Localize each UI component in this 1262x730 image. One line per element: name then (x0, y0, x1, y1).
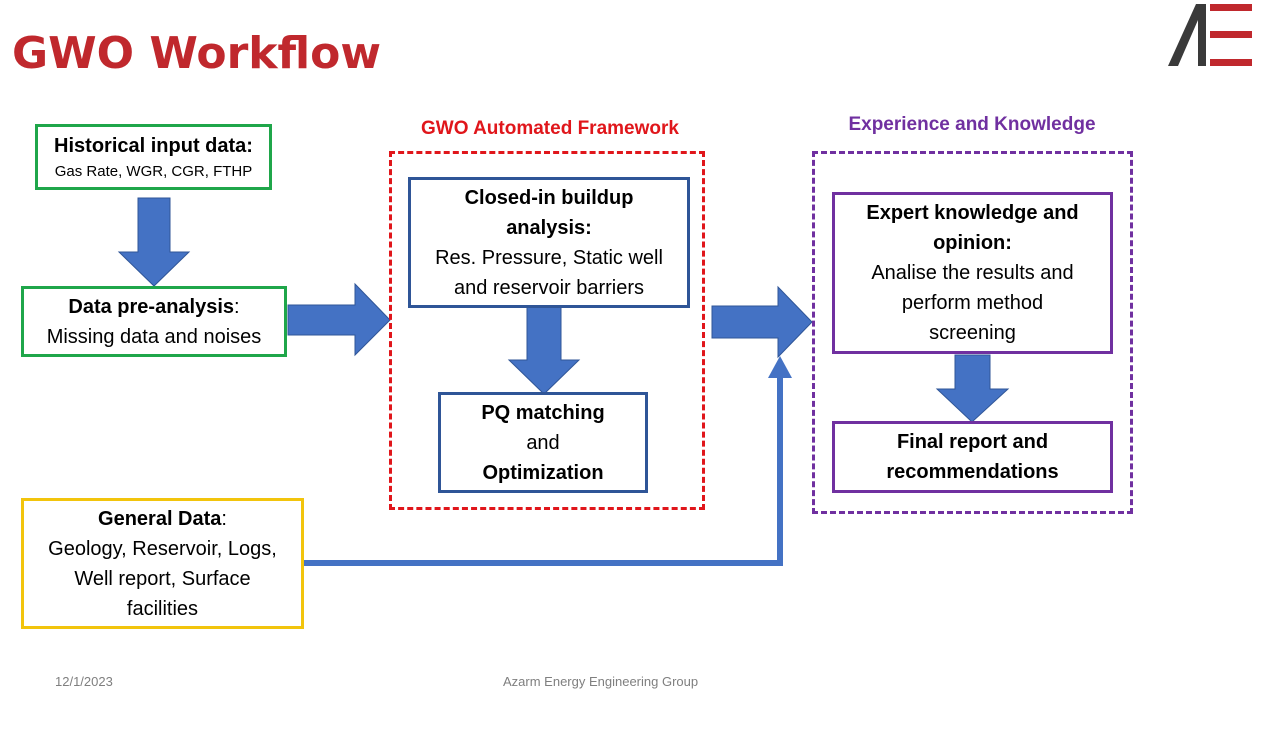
general-line2: Well report, Surface (74, 567, 251, 590)
final-report-box: Final report and recommendations (832, 421, 1113, 493)
ae-logo-icon (1168, 4, 1252, 66)
general-line1: Geology, Reservoir, Logs, (48, 537, 277, 560)
historical-heading: Historical input data (54, 135, 247, 157)
preanalysis-box: Data pre-analysis: Missing data and nois… (21, 286, 287, 357)
pq-line1: PQ matching (481, 401, 605, 424)
arrow-right-preanalysis (287, 282, 391, 357)
pq-line3: Optimization (482, 461, 604, 484)
framework-frame (389, 151, 705, 510)
expert-line3: screening (929, 322, 1016, 344)
buildup-analysis-box: Closed-in buildup analysis: Res. Pressur… (408, 177, 690, 308)
page-title: GWO Workflow (12, 28, 382, 79)
buildup-heading1: Closed-in buildup (464, 186, 634, 209)
historical-detail: Gas Rate, WGR, CGR, FTHP (54, 163, 253, 180)
experience-frame (812, 151, 1133, 514)
historical-input-box: Historical input data: Gas Rate, WGR, CG… (35, 124, 272, 190)
pq-line2: and (526, 431, 560, 454)
experience-label: Experience and Knowledge (848, 114, 1096, 135)
final-line2: recommendations (886, 461, 1059, 483)
expert-line1: Analise the results and (871, 262, 1074, 284)
expert-line2: perform method (901, 292, 1044, 314)
expert-heading1: Expert knowledge and (866, 202, 1079, 224)
framework-label: GWO Automated Framework (421, 118, 679, 139)
expert-knowledge-box: Expert knowledge and opinion: Analise th… (832, 192, 1113, 354)
arrow-down-expert (935, 354, 1010, 423)
buildup-heading2: analysis: (506, 216, 592, 239)
preanalysis-heading: Data pre-analysis (68, 295, 235, 318)
footer-company: Azarm Energy Engineering Group (503, 674, 699, 689)
arrow-right-framework (711, 285, 813, 359)
connector-arrowhead (768, 356, 792, 378)
pq-matching-box: PQ matching and Optimization (438, 392, 648, 493)
general-heading: General Data (98, 507, 222, 530)
arrow-down-buildup (507, 306, 581, 395)
general-data-box: General Data: Geology, Reservoir, Logs, … (21, 498, 304, 629)
connector-general-data (303, 372, 783, 566)
arrow-down-historical (117, 197, 191, 287)
footer-date: 12/1/2023 (55, 674, 113, 689)
buildup-line2: and reservoir barriers (453, 276, 645, 299)
preanalysis-detail: Missing data and noises (46, 325, 262, 348)
expert-heading2: opinion: (933, 232, 1012, 254)
general-line3: facilities (126, 597, 199, 620)
final-line1: Final report and (896, 431, 1049, 453)
buildup-line1: Res. Pressure, Static well (435, 246, 663, 269)
